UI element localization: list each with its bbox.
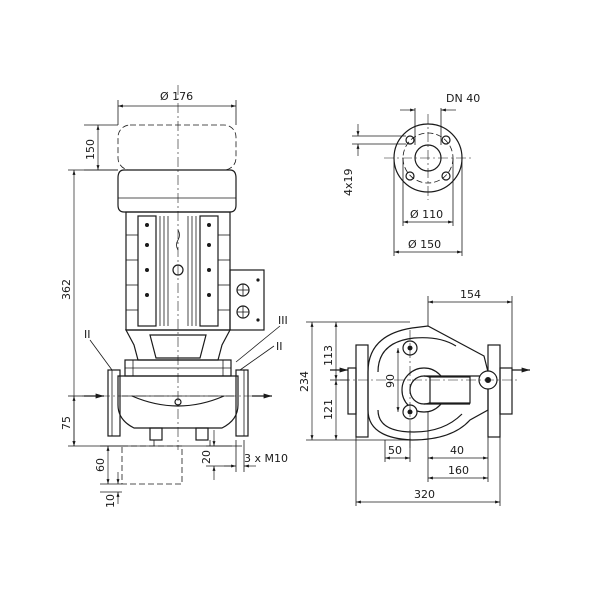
terminal-box — [229, 269, 265, 331]
dim-base-thickness: 10 — [104, 494, 117, 508]
motor-fan-cover — [117, 169, 237, 213]
dim-plan-bottom: 121 — [322, 399, 335, 420]
dim-40: 40 — [450, 444, 464, 457]
callout-marker-ii-right: II — [276, 340, 283, 353]
dim-flange-dn: DN 40 — [446, 92, 480, 105]
motor-clearance-envelope — [117, 124, 237, 171]
plan-discharge-flange — [487, 344, 501, 438]
dim-plan-top: 113 — [322, 345, 335, 366]
plan-volute — [367, 325, 489, 441]
dim-base-height: 60 — [94, 458, 107, 472]
dim-motor-diameter: Ø 176 — [160, 90, 193, 103]
flange-view: DN 40 4x19 Ø 110 Ø 150 — [342, 92, 480, 256]
plan-suction-flange — [355, 344, 369, 438]
plan-view: 154 234 113 121 90 50 40 160 320 — [298, 288, 530, 506]
dim-foot-height: 20 — [200, 450, 213, 464]
suction-flange — [107, 369, 121, 437]
dim-plan-offset: 154 — [460, 288, 481, 301]
dim-plan-total-height: 234 — [298, 371, 311, 392]
dim-bolt-circle: Ø 110 — [410, 208, 443, 221]
dim-160: 160 — [448, 464, 469, 477]
callout-marker-ii-left: II — [84, 328, 91, 341]
dim-overall-height: 362 — [60, 279, 73, 300]
dim-motor-clearance: 150 — [84, 139, 97, 160]
dim-mounting-bolts: 3 x M10 — [244, 452, 288, 465]
discharge-flange — [235, 369, 249, 437]
dim-flange-diameter: Ø 150 — [408, 238, 441, 251]
dim-overall-length: 320 — [414, 488, 435, 501]
side-view: II III II Ø 176 150 362 75 60 10 — [60, 85, 288, 508]
pump-base — [118, 440, 242, 485]
dim-flange-bolts: 4x19 — [342, 168, 355, 196]
dim-pipe-axis-height: 75 — [60, 416, 73, 430]
pump-housing — [117, 359, 239, 441]
dim-50: 50 — [388, 444, 402, 457]
dim-foot-spacing: 90 — [384, 374, 397, 388]
callout-marker-iii: III — [278, 314, 288, 327]
